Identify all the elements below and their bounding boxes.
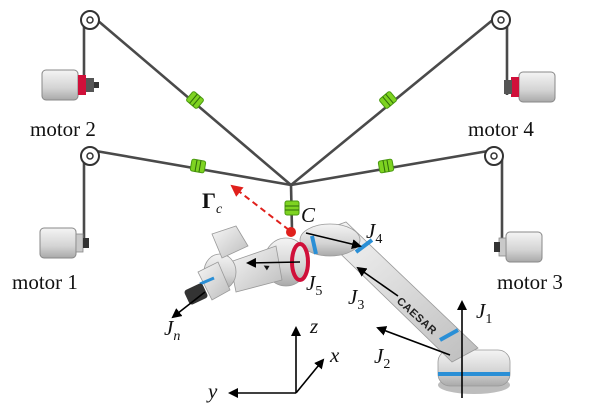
axis-x-arrow [295, 358, 325, 394]
label-j1-main: J [476, 299, 487, 323]
label-j3-sub: 3 [357, 298, 364, 313]
motor-2 [41, 69, 99, 101]
label-jn-sub: n [173, 329, 180, 344]
label-jn: Jn [164, 316, 180, 344]
label-motor-2: motor 2 [30, 117, 96, 141]
label-j4-main: J [366, 219, 377, 243]
label-j2-main: J [374, 344, 385, 368]
pulleys [80, 10, 511, 166]
label-j1-sub: 1 [485, 312, 492, 327]
pulley-top-right [491, 10, 511, 30]
link-forearm: ▲ [229, 245, 283, 293]
pulley-mid-right [484, 146, 504, 166]
spring-center [284, 200, 300, 216]
label-j5-sub: 5 [315, 284, 322, 299]
label-axis-z: z [309, 314, 318, 338]
spring-top-left [186, 91, 204, 109]
label-motor-4: motor 4 [468, 117, 534, 141]
world-frame [228, 326, 325, 398]
label-point-c: C [301, 203, 316, 227]
axis-j4-arrow [305, 232, 362, 249]
spring-mid-right [377, 158, 395, 174]
label-j5-main: J [306, 271, 317, 295]
spring-top-right [379, 91, 397, 109]
spring-mid-left [189, 158, 207, 174]
label-axis-y: y [206, 379, 218, 403]
label-axis-x: x [329, 343, 340, 367]
axis-j2-arrow [376, 326, 451, 356]
motor-3 [494, 231, 543, 263]
label-j2: J2 [374, 344, 390, 372]
pulley-mid-left [80, 146, 100, 166]
joint-j4 [299, 223, 361, 257]
axis-j3-arrow [356, 266, 399, 297]
label-j2-sub: 2 [383, 357, 390, 372]
robot-arm: ▲ CAESAR [184, 221, 511, 394]
wrist [184, 225, 249, 305]
motor-4 [504, 71, 556, 103]
label-j3-main: J [348, 285, 359, 309]
springs [186, 91, 397, 216]
pulley-top-left [80, 10, 100, 30]
motor-1 [39, 227, 89, 259]
label-j4-sub: 4 [375, 232, 382, 247]
label-gamma-main: Γ [202, 188, 216, 213]
axis-jn-arrow [171, 291, 206, 319]
label-gamma: Γc [202, 188, 223, 217]
label-jn-main: J [164, 316, 175, 340]
label-motor-3: motor 3 [497, 270, 563, 294]
label-j5: J5 [306, 271, 322, 299]
attachment-point-c [286, 227, 296, 237]
label-j1: J1 [476, 299, 492, 327]
label-motor-1: motor 1 [12, 270, 78, 294]
force-vector-arrow [230, 184, 290, 231]
joint-axes [171, 232, 467, 398]
label-gamma-sub: c [216, 202, 223, 217]
axis-j5-arrow [246, 257, 301, 268]
label-j3: J3 [348, 285, 364, 313]
label-j4: J4 [366, 219, 382, 247]
